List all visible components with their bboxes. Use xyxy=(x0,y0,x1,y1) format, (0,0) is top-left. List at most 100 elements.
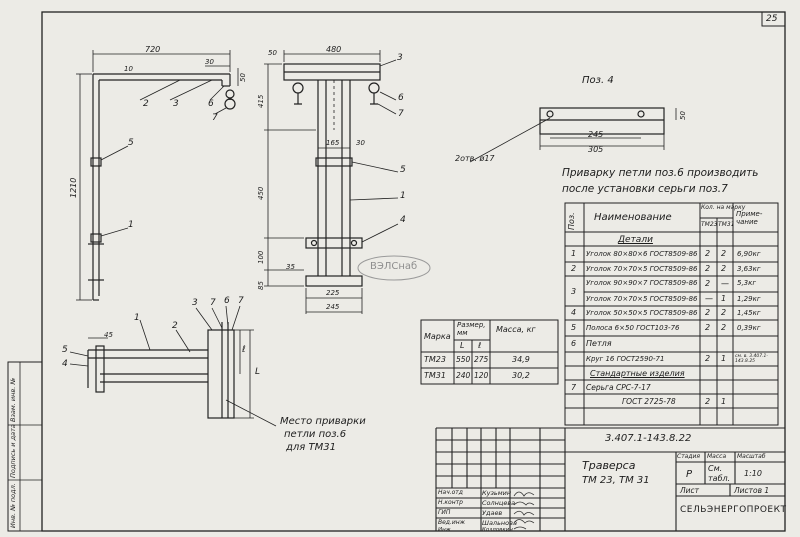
pos-1-label: 1 xyxy=(128,220,134,230)
spec-row-name: Уголок 70×70×5 ГОСТ8509-86 xyxy=(586,265,698,273)
weld-note-line3: для ТМ31 xyxy=(286,442,336,453)
spec-row-q1: 2 xyxy=(705,323,711,332)
spec-row-name: ГОСТ 2725-78 xyxy=(622,397,676,406)
spec-row-q1: 2 xyxy=(705,249,711,258)
pos4-hole-note: 2отв. ø17 xyxy=(455,154,495,163)
mass-row-l: 275 xyxy=(474,355,489,364)
stamp-hdr-stage: Стадия xyxy=(677,453,701,460)
watermark-logo xyxy=(357,255,431,281)
spec-row-name: Уголок 80×80×6 ГОСТ8509-86 xyxy=(586,250,698,258)
spec-row-q2: 2 xyxy=(721,249,727,258)
spec-hdr-tm31: ТМ31 xyxy=(718,221,735,228)
title-block-grid xyxy=(435,427,785,531)
sheet-frame xyxy=(41,11,786,532)
stamp-title2: ТМ 23, ТМ 31 xyxy=(582,475,650,486)
pos-5-label: 5 xyxy=(128,138,134,148)
pos-3-label: 3 xyxy=(173,99,179,109)
plan-pos-3: 3 xyxy=(192,298,198,308)
weld-note-line2: петли поз.6 xyxy=(284,429,347,440)
dim-50: 50 xyxy=(239,73,247,82)
stamp-role-name: Кузьмин xyxy=(482,489,512,497)
side-stamp-frame xyxy=(7,361,43,532)
side-pos-5: 5 xyxy=(400,165,406,175)
spec-row-note: 0,39кг xyxy=(737,324,761,332)
mass-row-l: 120 xyxy=(474,371,489,380)
spec-row-q2: 2 xyxy=(721,323,727,332)
spec-row-name: Уголок 70×70×5 ГОСТ8509-86 xyxy=(586,295,698,303)
mass-row-mark: ТМ23 xyxy=(424,355,446,364)
stamp-role: Н.контр xyxy=(438,499,463,506)
plan-dim-l: ℓ xyxy=(242,345,246,355)
spec-row-note: 1,45кг xyxy=(737,309,761,317)
spec-hdr-pos: Поз. xyxy=(567,212,576,230)
page-number: 25 xyxy=(766,14,778,24)
spec-row-q1: 2 xyxy=(705,354,711,363)
spec-row-name: Серьга СРС-7-17 xyxy=(586,383,651,392)
plan-view xyxy=(69,305,277,427)
spec-row-pos: 6 xyxy=(571,339,577,348)
front-view xyxy=(76,50,239,301)
stamp-role: Инж xyxy=(438,527,451,533)
side-dim-480: 480 xyxy=(326,45,342,54)
side-dim-30: 30 xyxy=(356,139,365,147)
side-dim-35: 35 xyxy=(286,263,295,271)
spec-hdr-tm23: ТМ23 xyxy=(701,221,718,228)
mass-row-m: 30,2 xyxy=(512,371,530,380)
stamp-role-name: Шальнова xyxy=(482,519,517,527)
note-line1: Приварку петли поз.6 производить xyxy=(562,167,759,179)
spec-hdr-note: Приме-чание xyxy=(736,210,763,227)
spec-section-standard: Стандартные изделия xyxy=(590,369,685,378)
spec-row-pos: 2 xyxy=(571,264,577,273)
side-pos-7: 7 xyxy=(398,109,404,119)
spec-row-name: Полоса 6×50 ГОСТ103-76 xyxy=(586,324,680,332)
stamp-sheets: Листов 1 xyxy=(734,486,770,495)
spec-row-pos: 3 xyxy=(571,287,577,296)
mass-hdr-size: Размер, мм xyxy=(457,321,486,337)
mass-row-m: 34,9 xyxy=(512,355,530,364)
side-pos-6: 6 xyxy=(398,93,404,103)
stamp-role-name: Козловкин xyxy=(482,527,513,533)
spec-row-q2: 1 xyxy=(721,294,727,303)
spec-row-q2: — xyxy=(721,279,729,288)
spec-row-q1: 2 xyxy=(705,264,711,273)
side-pos-4: 4 xyxy=(400,215,406,225)
spec-row-q2: 2 xyxy=(721,308,727,317)
side-pos-3: 3 xyxy=(397,53,403,63)
mass-table-grid xyxy=(420,319,559,385)
pos-7-label: 7 xyxy=(212,113,218,123)
spec-row-note: 3,63кг xyxy=(737,265,761,273)
plan-dim-45: 45 xyxy=(104,331,113,339)
spec-row-pos: 7 xyxy=(571,383,577,392)
side-dim-415: 415 xyxy=(257,94,265,108)
plan-pos-4: 4 xyxy=(62,359,68,369)
spec-row-name: Уголок 90×90×7 ГОСТ8509-86 xyxy=(586,279,698,287)
side-stamp-sign: Подпись и дата xyxy=(9,424,17,478)
mass-hdr-L: L xyxy=(460,341,465,350)
pos4-dim-50: 50 xyxy=(679,111,687,120)
side-dim-165: 165 xyxy=(326,139,340,147)
plan-dim-L: L xyxy=(255,367,261,377)
watermark-text: ВЭЛСнаб xyxy=(370,261,418,272)
stamp-title1: Траверса xyxy=(582,459,636,472)
mass-hdr-l: ℓ xyxy=(478,341,482,350)
pos4-detail xyxy=(469,107,677,163)
pos4-title: Поз. 4 xyxy=(582,75,614,86)
pos-2-label: 2 xyxy=(143,99,149,109)
dim-1210: 1210 xyxy=(69,177,78,198)
spec-row-q1: — xyxy=(705,294,713,303)
stamp-mass: См. табл. xyxy=(708,464,731,483)
dim-30: 30 xyxy=(205,58,214,66)
plan-pos-5: 5 xyxy=(62,345,68,355)
stamp-role-name: Удаев xyxy=(482,509,503,517)
side-dim-85: 85 xyxy=(257,281,265,290)
side-dim-450: 450 xyxy=(257,186,265,200)
stamp-scale: 1:10 xyxy=(744,469,762,478)
spec-row-q1: 2 xyxy=(705,279,711,288)
spec-row-q2: 1 xyxy=(721,354,727,363)
side-view xyxy=(264,50,399,314)
spec-row-pos: 5 xyxy=(571,323,577,332)
spec-row-q1: 2 xyxy=(705,308,711,317)
side-stamp-inv: Инв. № подл. xyxy=(9,483,17,528)
